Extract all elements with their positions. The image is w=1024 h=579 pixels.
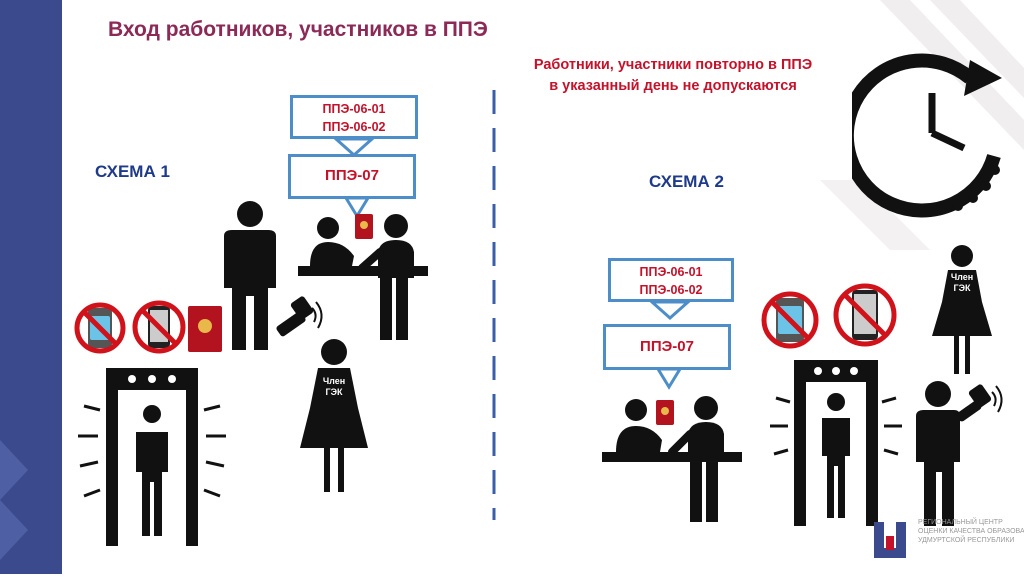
registration-desk — [602, 396, 742, 522]
logo-line: РЕГИОНАЛЬНЫЙ ЦЕНТР — [918, 519, 1003, 526]
scheme-divider — [492, 90, 496, 520]
gek-member-icon — [300, 339, 368, 492]
no-smartwatch-icon — [74, 302, 126, 354]
scheme1-form-box-main: ППЭ-07 — [288, 154, 416, 199]
person-icon — [224, 201, 276, 350]
metal-detector-gate-icon — [78, 368, 226, 546]
form-code: ППЭ-06-01 — [639, 265, 703, 279]
gek-label-line: Член — [322, 376, 346, 386]
arrow-icon — [344, 198, 370, 219]
clock-icon — [852, 53, 1002, 218]
scheme2-label: СХЕМА 2 — [649, 172, 724, 191]
metal-detector-icon — [956, 384, 1003, 422]
page-title: Вход работников, участников в ППЭ — [108, 18, 488, 41]
form-code: ППЭ-06-01 — [322, 102, 386, 116]
scheme1-label: СХЕМА 1 — [95, 162, 170, 181]
scheme2-form-box-top: ППЭ-06-01 ППЭ-06-02 — [608, 258, 734, 302]
arrow-icon — [649, 302, 691, 320]
logo-line: УДМУРТСКОЙ РЕСПУБЛИКИ — [918, 537, 1015, 544]
notice-line-2: в указанный день не допускаются — [549, 78, 797, 94]
left-decor-stripe — [0, 0, 62, 574]
gek-label-line: ГЭК — [325, 387, 343, 397]
no-phone-icon — [833, 283, 897, 347]
passport-icon — [188, 306, 222, 352]
no-phone-icon — [132, 300, 186, 354]
metal-detector-icon — [276, 296, 323, 337]
gek-label: Член ГЭК — [942, 272, 982, 294]
form-code: ППЭ-06-02 — [639, 283, 703, 297]
gek-label: Член ГЭК — [312, 376, 356, 398]
scheme1-form-box-top: ППЭ-06-01 ППЭ-06-02 — [290, 95, 418, 139]
notice-text: Работники, участники повторно в ППЭ в ук… — [493, 55, 853, 97]
no-smartwatch-icon — [761, 291, 819, 349]
metal-detector-gate-icon — [770, 360, 902, 526]
logo-icon — [874, 522, 906, 558]
arrow-icon — [656, 369, 682, 390]
scheme2-form-box-main: ППЭ-07 — [603, 324, 731, 370]
gek-label-line: ГЭК — [953, 283, 971, 293]
gek-label-line: Член — [950, 272, 974, 282]
form-code: ППЭ-06-02 — [322, 120, 386, 134]
decor-stripes — [820, 0, 1024, 250]
passport-icon — [355, 214, 373, 239]
passport-icon — [656, 400, 674, 425]
logo-text: РЕГИОНАЛЬНЫЙ ЦЕНТР ОЦЕНКИ КАЧЕСТВА ОБРАЗ… — [918, 518, 1024, 545]
logo-line: ОЦЕНКИ КАЧЕСТВА ОБРАЗОВАНИЯ — [918, 528, 1024, 535]
notice-line-1: Работники, участники повторно в ППЭ — [533, 57, 813, 73]
gek-member-icon — [932, 245, 992, 374]
arrow-icon — [333, 139, 375, 157]
registration-desk — [298, 214, 428, 340]
